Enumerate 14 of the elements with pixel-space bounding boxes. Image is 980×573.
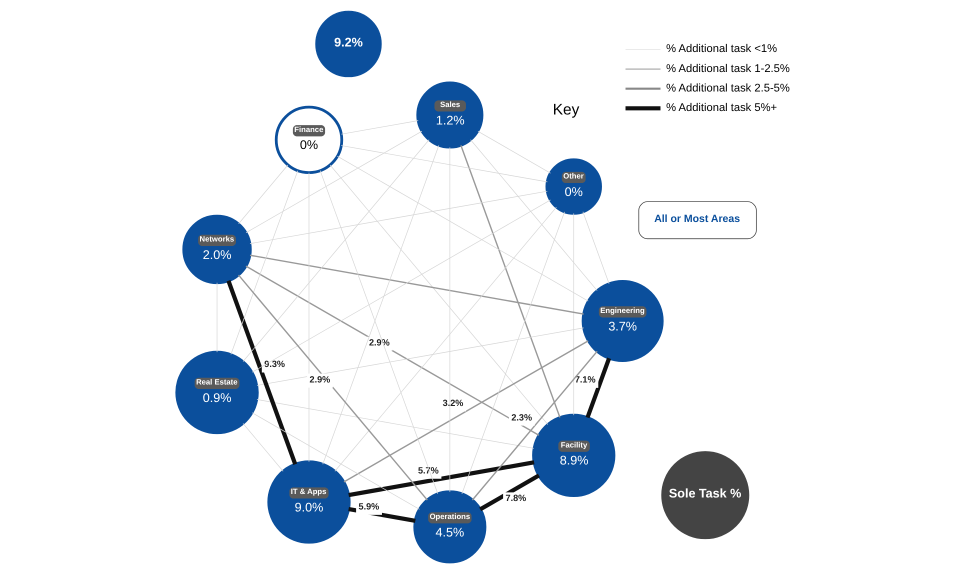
legend-label: % Additional task 5%+ — [666, 102, 778, 114]
edge-label: 5.7% — [418, 465, 439, 476]
edge-label: 3.2% — [442, 398, 464, 408]
edge-label: 5.9% — [358, 502, 380, 512]
edge-label: 2.3% — [511, 412, 532, 422]
edge-label: 2.9% — [310, 374, 330, 384]
legend-label: % Additional task 2.5-5% — [666, 82, 790, 94]
edge-label: 2.9% — [368, 337, 390, 348]
label: Key — [552, 101, 580, 118]
edge-label: 9.3% — [264, 359, 285, 370]
edge-label: 7.1% — [574, 374, 596, 385]
legend-label: % Additional task <1% — [666, 43, 778, 56]
legend-label: % Additional task 1-2.5% — [666, 62, 790, 75]
edge-label: 7.8% — [506, 493, 526, 504]
